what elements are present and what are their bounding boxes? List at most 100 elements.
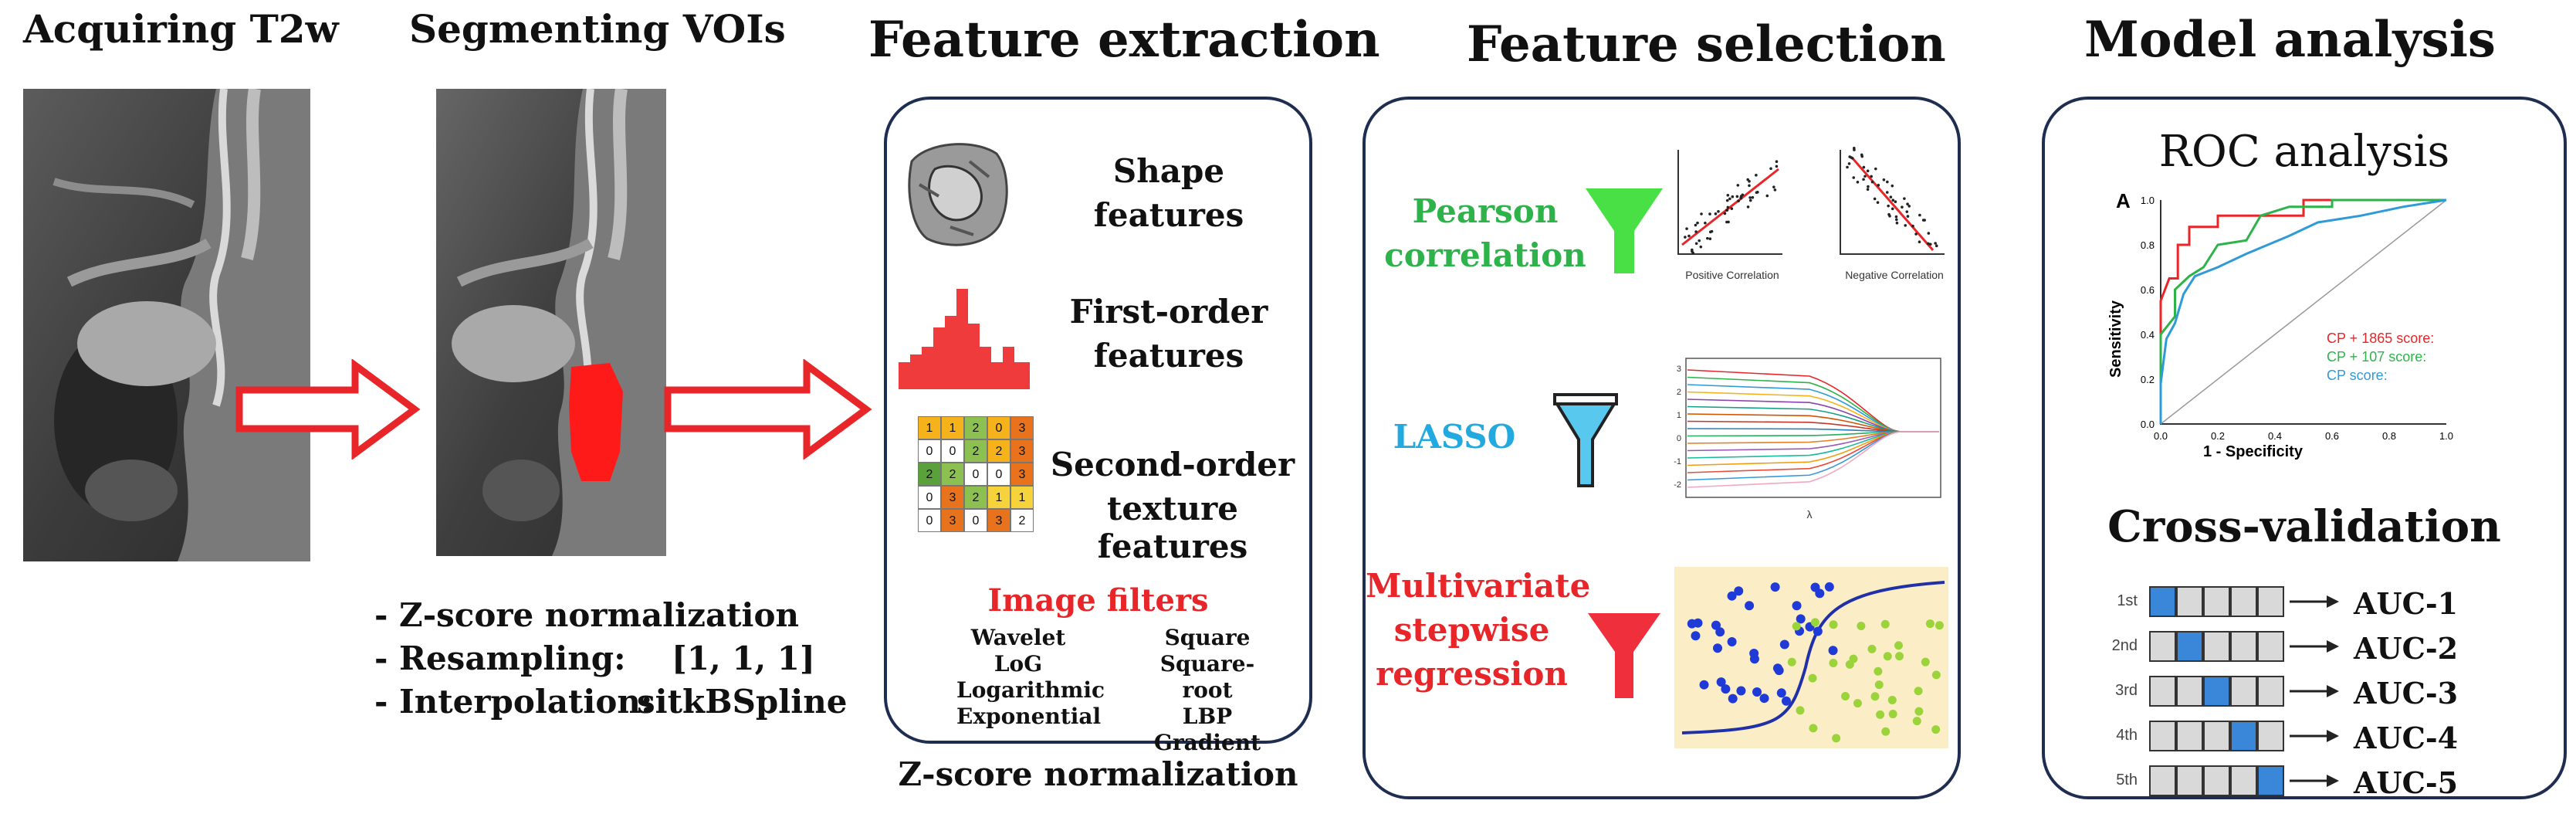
stepwise-regression-plot xyxy=(1674,567,1948,748)
roc-title: ROC analysis xyxy=(2158,127,2450,177)
cv-arrow-icon xyxy=(2290,685,2339,697)
cv-arrow-icon xyxy=(2290,640,2339,653)
class-a-point xyxy=(1824,582,1834,592)
scatter-point xyxy=(1876,201,1880,205)
class-b-point xyxy=(1887,695,1897,704)
class-a-point xyxy=(1727,591,1737,601)
lasso-ytick: -1 xyxy=(1674,457,1681,466)
cv-training-block xyxy=(2149,721,2176,751)
matrix-cell: 0 xyxy=(987,463,1010,486)
scatter-point xyxy=(1726,205,1730,209)
cv-training-block xyxy=(2149,765,2176,796)
roc-curve xyxy=(2159,198,2446,424)
lasso-ytick: 3 xyxy=(1677,365,1681,374)
scatter-point xyxy=(1694,230,1698,233)
scatter-point xyxy=(1918,213,1921,217)
scatter-point xyxy=(1887,204,1890,208)
roc-ytick: 0.8 xyxy=(2141,239,2155,251)
preproc-interpolation-label: - Interpolation: xyxy=(374,683,653,721)
scatter-point xyxy=(1853,148,1856,151)
scatter-point xyxy=(1886,180,1889,184)
pearson-line1: Pearson xyxy=(1412,192,1559,230)
scatter-point xyxy=(1848,155,1852,158)
class-b-point xyxy=(1888,710,1897,719)
class-a-point xyxy=(1759,694,1769,704)
scatter-point xyxy=(1708,230,1712,234)
cv-training-block xyxy=(2230,631,2257,662)
class-a-point xyxy=(1728,694,1738,704)
class-b-point xyxy=(1925,619,1935,629)
filter-wavelet: Wavelet xyxy=(970,625,1066,650)
class-b-point xyxy=(1829,620,1838,629)
lasso-ytick: 0 xyxy=(1677,434,1681,443)
scatter-point xyxy=(1735,195,1739,198)
class-b-point xyxy=(1808,673,1817,683)
cv-training-block xyxy=(2230,676,2257,707)
filter-lbp: LBP xyxy=(1182,704,1233,729)
segmented-voi xyxy=(569,363,623,481)
matrix-cell: 1 xyxy=(1010,486,1034,509)
class-b-point xyxy=(1880,619,1890,629)
mri-segmented-image xyxy=(436,87,666,556)
matrix-cell: 0 xyxy=(987,416,1010,439)
preproc-resampling-label: - Resampling: xyxy=(374,639,626,677)
scatter-point xyxy=(1894,215,1898,219)
class-b-point xyxy=(1792,622,1801,631)
scatter-point xyxy=(1748,184,1751,188)
scatter-point xyxy=(1905,210,1909,213)
filter-gradient: Gradient xyxy=(1153,730,1261,755)
cv-validation-block xyxy=(2257,765,2284,796)
matrix-cell: 3 xyxy=(941,486,964,509)
class-b-point xyxy=(1787,657,1796,666)
scatter-point xyxy=(1687,234,1691,238)
class-b-point xyxy=(1867,644,1877,653)
roc-curve xyxy=(2159,198,2447,424)
class-b-point xyxy=(1914,707,1924,716)
second-order-line2: texture features xyxy=(1097,490,1248,565)
scatter-point xyxy=(1870,175,1873,178)
cv-training-block xyxy=(2203,765,2230,796)
class-b-point xyxy=(1881,727,1891,736)
scatter-point xyxy=(1846,165,1849,169)
scatter-point xyxy=(1928,243,1932,246)
matrix-cell: 2 xyxy=(964,439,987,463)
class-b-point xyxy=(1874,666,1883,676)
lasso-xlabel: λ xyxy=(1807,508,1813,521)
class-a-point xyxy=(1796,614,1806,624)
class-b-point xyxy=(1809,724,1818,733)
lasso-ytick: -2 xyxy=(1674,480,1681,490)
heading-model-analysis: Model analysis xyxy=(2084,11,2496,69)
heading-feature-extraction: Feature extraction xyxy=(868,11,1380,69)
class-b-point xyxy=(1935,621,1944,630)
filters-right-list: Square Square-root LBP Gradient xyxy=(1142,625,1273,756)
cv-validation-block xyxy=(2149,586,2176,617)
cv-auc-label: AUC-4 xyxy=(2354,721,2459,755)
scatter-point xyxy=(1736,184,1740,187)
pearson-line2: correlation xyxy=(1384,236,1586,274)
scatter-point xyxy=(1746,205,1750,209)
cv-title: Cross-validation xyxy=(2107,501,2501,552)
class-a-point xyxy=(1749,648,1759,658)
class-a-point xyxy=(1691,631,1701,641)
histogram-icon xyxy=(899,289,1030,389)
scatter-point xyxy=(1906,215,1910,218)
preproc-zscore: - Z-score normalization xyxy=(374,596,800,634)
matrix-cell: 2 xyxy=(964,416,987,439)
lasso-label: LASSO xyxy=(1393,418,1516,456)
preproc-interpolation-value: sitkBSpline xyxy=(637,683,848,721)
heading-acquiring: Acquiring T2w xyxy=(23,6,339,52)
cv-training-block xyxy=(2257,586,2284,617)
funnel-red-icon xyxy=(1588,613,1660,698)
image-filters-title: Image filters xyxy=(987,582,1209,619)
matrix-cell: 0 xyxy=(918,509,941,532)
filter-log: LoG xyxy=(994,651,1043,677)
roc-ytick: 0.6 xyxy=(2141,284,2155,296)
funnel-green-icon xyxy=(1586,188,1663,273)
first-order-line1: First-order xyxy=(1069,293,1268,331)
roc-xtick: 0.4 xyxy=(2268,430,2282,442)
class-a-point xyxy=(1699,680,1709,690)
matrix-cell: 3 xyxy=(941,509,964,532)
class-b-point xyxy=(1883,652,1892,661)
